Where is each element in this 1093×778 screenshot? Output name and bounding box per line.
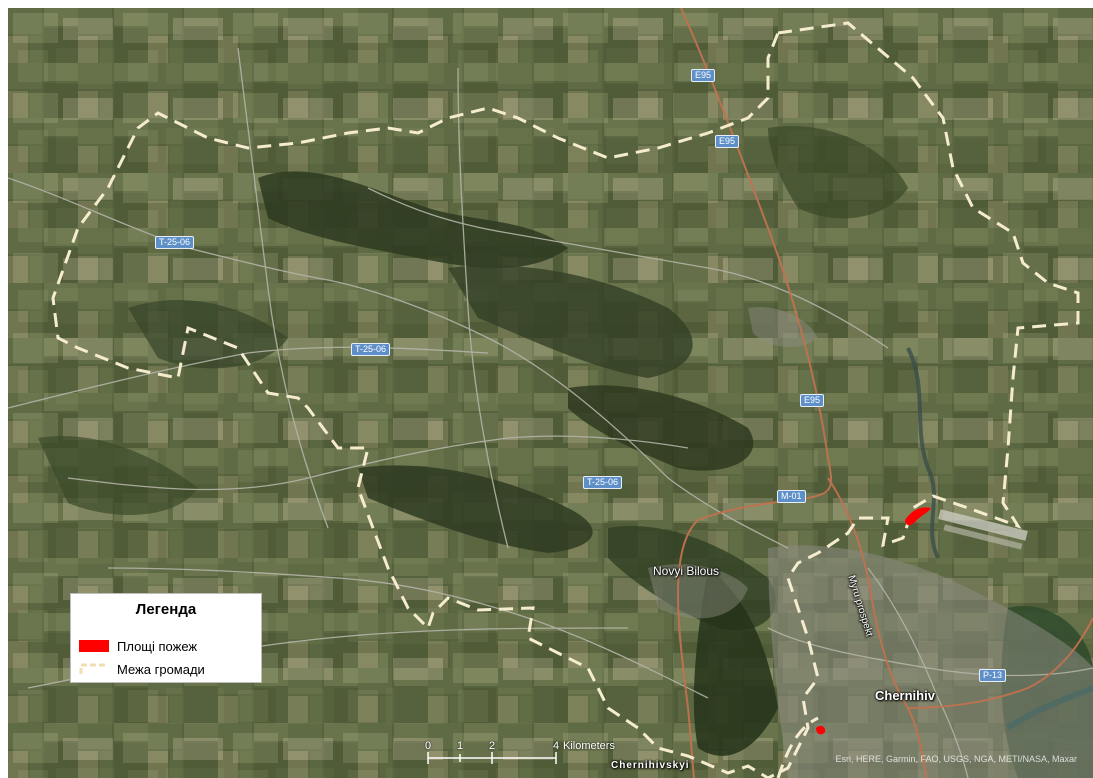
scale-bar: 0 1 2 4 Kilometers [418,740,638,770]
forest-patch [128,299,288,369]
road-shield-e95: E95 [800,394,825,407]
map-legend: Легенда Площі пожеж Межа громади [70,593,262,683]
place-label-novyi-bilous: Novyi Bilous [653,564,720,578]
urban-area [748,307,818,348]
scale-tick-0: 0 [425,740,432,752]
fire-area [905,507,931,526]
fire-area-swatch [79,640,109,652]
scale-unit: Kilometers [563,740,615,752]
forest-patch [38,436,198,515]
forest-patch [693,568,778,756]
forest-patch [448,265,693,378]
road-shield-t2506: T-25-06 [155,236,195,249]
road-shield-m01: M-01 [777,490,806,503]
road-shield-e95: E95 [715,135,740,148]
urban-area [648,564,748,619]
road-shield-e95: E95 [691,69,716,82]
urban-area [768,545,1093,778]
place-label-chernihivskyi: Chernihivskyi [611,760,690,771]
forest-patch [768,126,908,219]
river [906,347,940,559]
scale-tick-4: 4 [553,740,560,752]
map-view[interactable]: E95 E95 E95 T-25-06 T-25-06 T-25-06 M-01… [8,8,1093,778]
scale-tick-2: 2 [489,740,496,752]
legend-item-label: Площі пожеж [117,638,198,654]
forest-patch [358,465,593,553]
river [1006,685,1093,731]
fire-area [816,725,826,735]
airfield-runway [938,509,1028,541]
legend-item-boundary: Межа громади [79,660,205,678]
airfield-runway [943,524,1023,550]
road-shield-t2506: T-25-06 [583,476,623,489]
forest-patch [568,385,754,471]
road-shield-t2506: T-25-06 [351,343,391,356]
place-label-chernihiv: Chernihiv [875,688,935,703]
legend-item-fire-areas: Площі пожеж [79,637,197,655]
satellite-imagery[interactable] [8,8,1093,778]
hromada-boundary [51,21,1080,778]
scale-tick-1: 1 [457,740,464,752]
road-shield-p13: P-13 [979,669,1007,682]
forest-patch [258,171,568,268]
boundary-swatch [79,662,109,676]
scale-bar-graphic [427,752,557,764]
legend-item-label: Межа громади [117,661,205,677]
map-attribution: Esri, HERE, Garmin, FAO, USGS, NGA, METI… [835,754,1077,764]
legend-title: Легенда [135,601,197,618]
